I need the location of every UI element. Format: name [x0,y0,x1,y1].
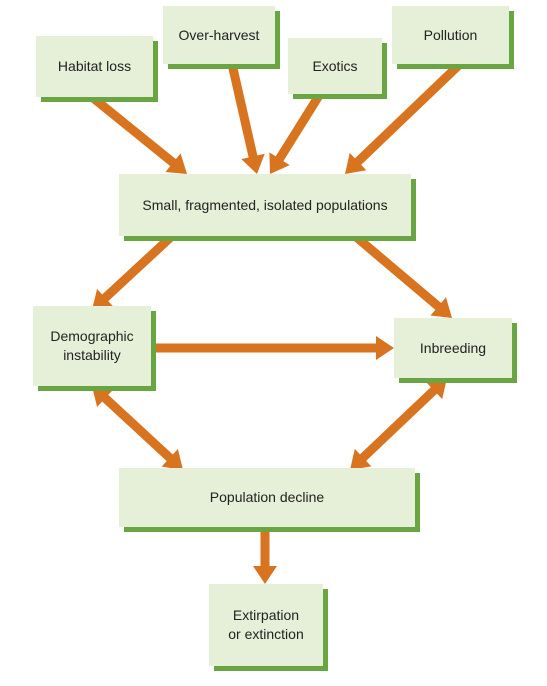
node-population-decline: Population decline [119,468,415,527]
arrowhead-population_decline [350,448,372,470]
arrowhead-population_decline [161,448,183,470]
arrow-habitat_loss-to-small_populations [89,93,178,168]
node-over-harvest: Over-harvest [163,6,275,64]
arrow-exotics-to-small_populations [274,91,324,163]
arrowhead-small_populations [165,153,187,174]
arrowhead-inbreeding [425,378,447,400]
arrowhead-demographic_instability [92,386,114,408]
node-extirpation-or-extinction: Extirpation or extinction [209,584,323,666]
arrow-over_harvest-to-small_populations [227,63,258,160]
node-pollution: Pollution [392,6,509,64]
arrow-demographic_instability-to-population_decline [100,393,175,463]
node-habitat-loss: Habitat loss [36,36,153,97]
arrowhead-small_populations [269,152,290,174]
node-inbreeding: Inbreeding [394,318,512,378]
node-demographic-instability: Demographic instability [33,306,151,386]
arrow-inbreeding-to-population_decline [358,385,439,463]
arrowhead-inbreeding [376,336,394,360]
arrowhead-small_populations [241,153,265,174]
arrow-pollution-to-small_populations [353,60,464,167]
arrowhead-inbreeding [430,297,452,318]
node-exotics: Exotics [288,38,382,94]
arrow-small_populations-to-demographic_instability [100,232,176,303]
node-small-fragmented-populations: Small, fragmented, isolated populations [119,174,411,236]
arrowhead-small_populations [345,152,367,174]
arrow-small_populations-to-inbreeding [352,232,443,312]
arrowhead-demographic_instability [92,288,114,310]
arrowhead-extirpation [253,566,277,584]
